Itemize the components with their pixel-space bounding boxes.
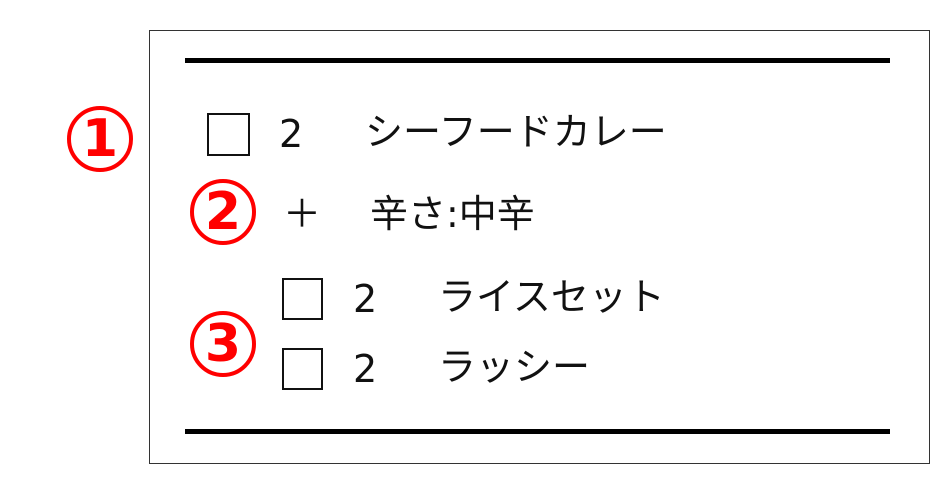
sub-item-qty: 2 bbox=[353, 277, 378, 321]
bottom-divider bbox=[185, 429, 890, 434]
sub-item-checkbox[interactable] bbox=[282, 348, 323, 390]
sub-item-name: ライスセット bbox=[438, 275, 665, 319]
main-item-name: シーフードカレー bbox=[365, 110, 667, 154]
marker-3: 3 bbox=[190, 311, 256, 377]
sub-item-checkbox[interactable] bbox=[282, 278, 323, 320]
option-text: 辛さ:中辛 bbox=[370, 192, 535, 236]
marker-1: 1 bbox=[67, 106, 133, 172]
marker-2: 2 bbox=[190, 179, 256, 245]
top-divider bbox=[185, 58, 890, 63]
order-slip-frame bbox=[149, 30, 930, 464]
main-item-checkbox[interactable] bbox=[207, 113, 250, 156]
main-item-qty: 2 bbox=[279, 112, 304, 156]
sub-item-name: ラッシー bbox=[438, 345, 591, 389]
sub-item-qty: 2 bbox=[353, 347, 378, 391]
option-plus-icon: ＋ bbox=[283, 192, 322, 236]
